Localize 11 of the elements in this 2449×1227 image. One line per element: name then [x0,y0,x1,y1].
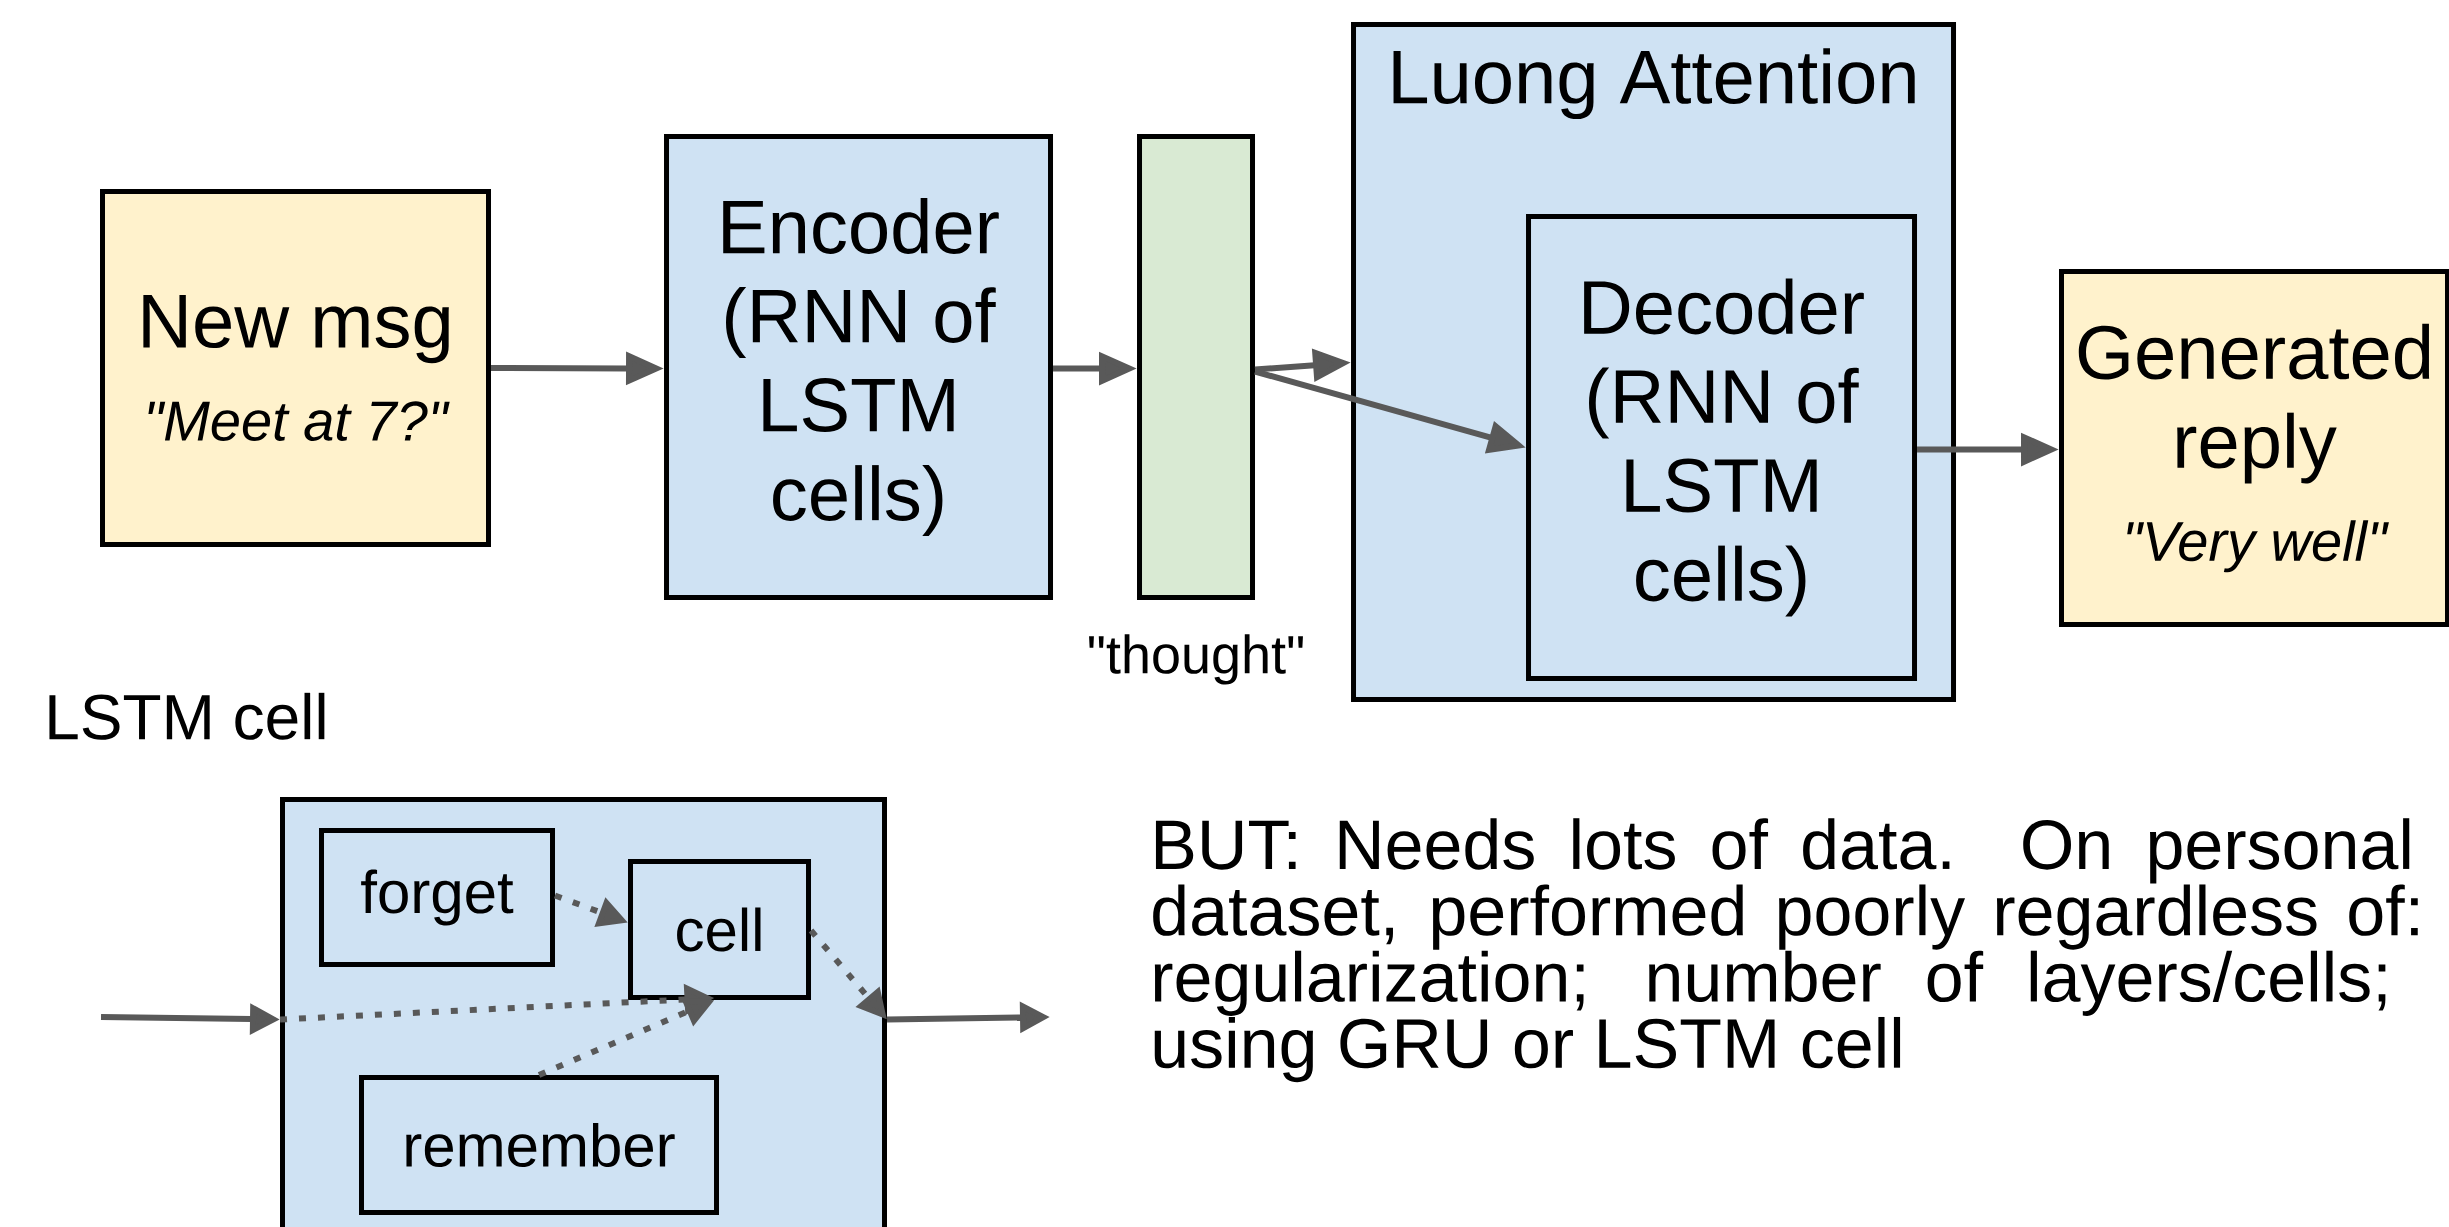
node-label: "thought" [1089,634,1303,685]
thought-vector-bar: "thought" [1089,134,1303,685]
encoder-box: Encoder (RNN of LSTM cells) [664,134,1053,600]
message-box: New msg "Meet at 7?" [100,189,491,547]
node-label: LSTM cell [49,692,325,740]
reply-box: Generated reply "Very well" [2059,269,2449,627]
decoder-box: Decoder (RNN of LSTM cells) [1526,214,1917,681]
cell-box: cell [628,859,811,1000]
gate-box: forget [319,828,555,967]
gate-box: remember [359,1075,719,1215]
note-text: BUT: Needs lots of data. On personal dataset, performed poorly regardless of: regularization; number of layers/cells; using GRU or LSTM cell [1153,818,2418,1083]
